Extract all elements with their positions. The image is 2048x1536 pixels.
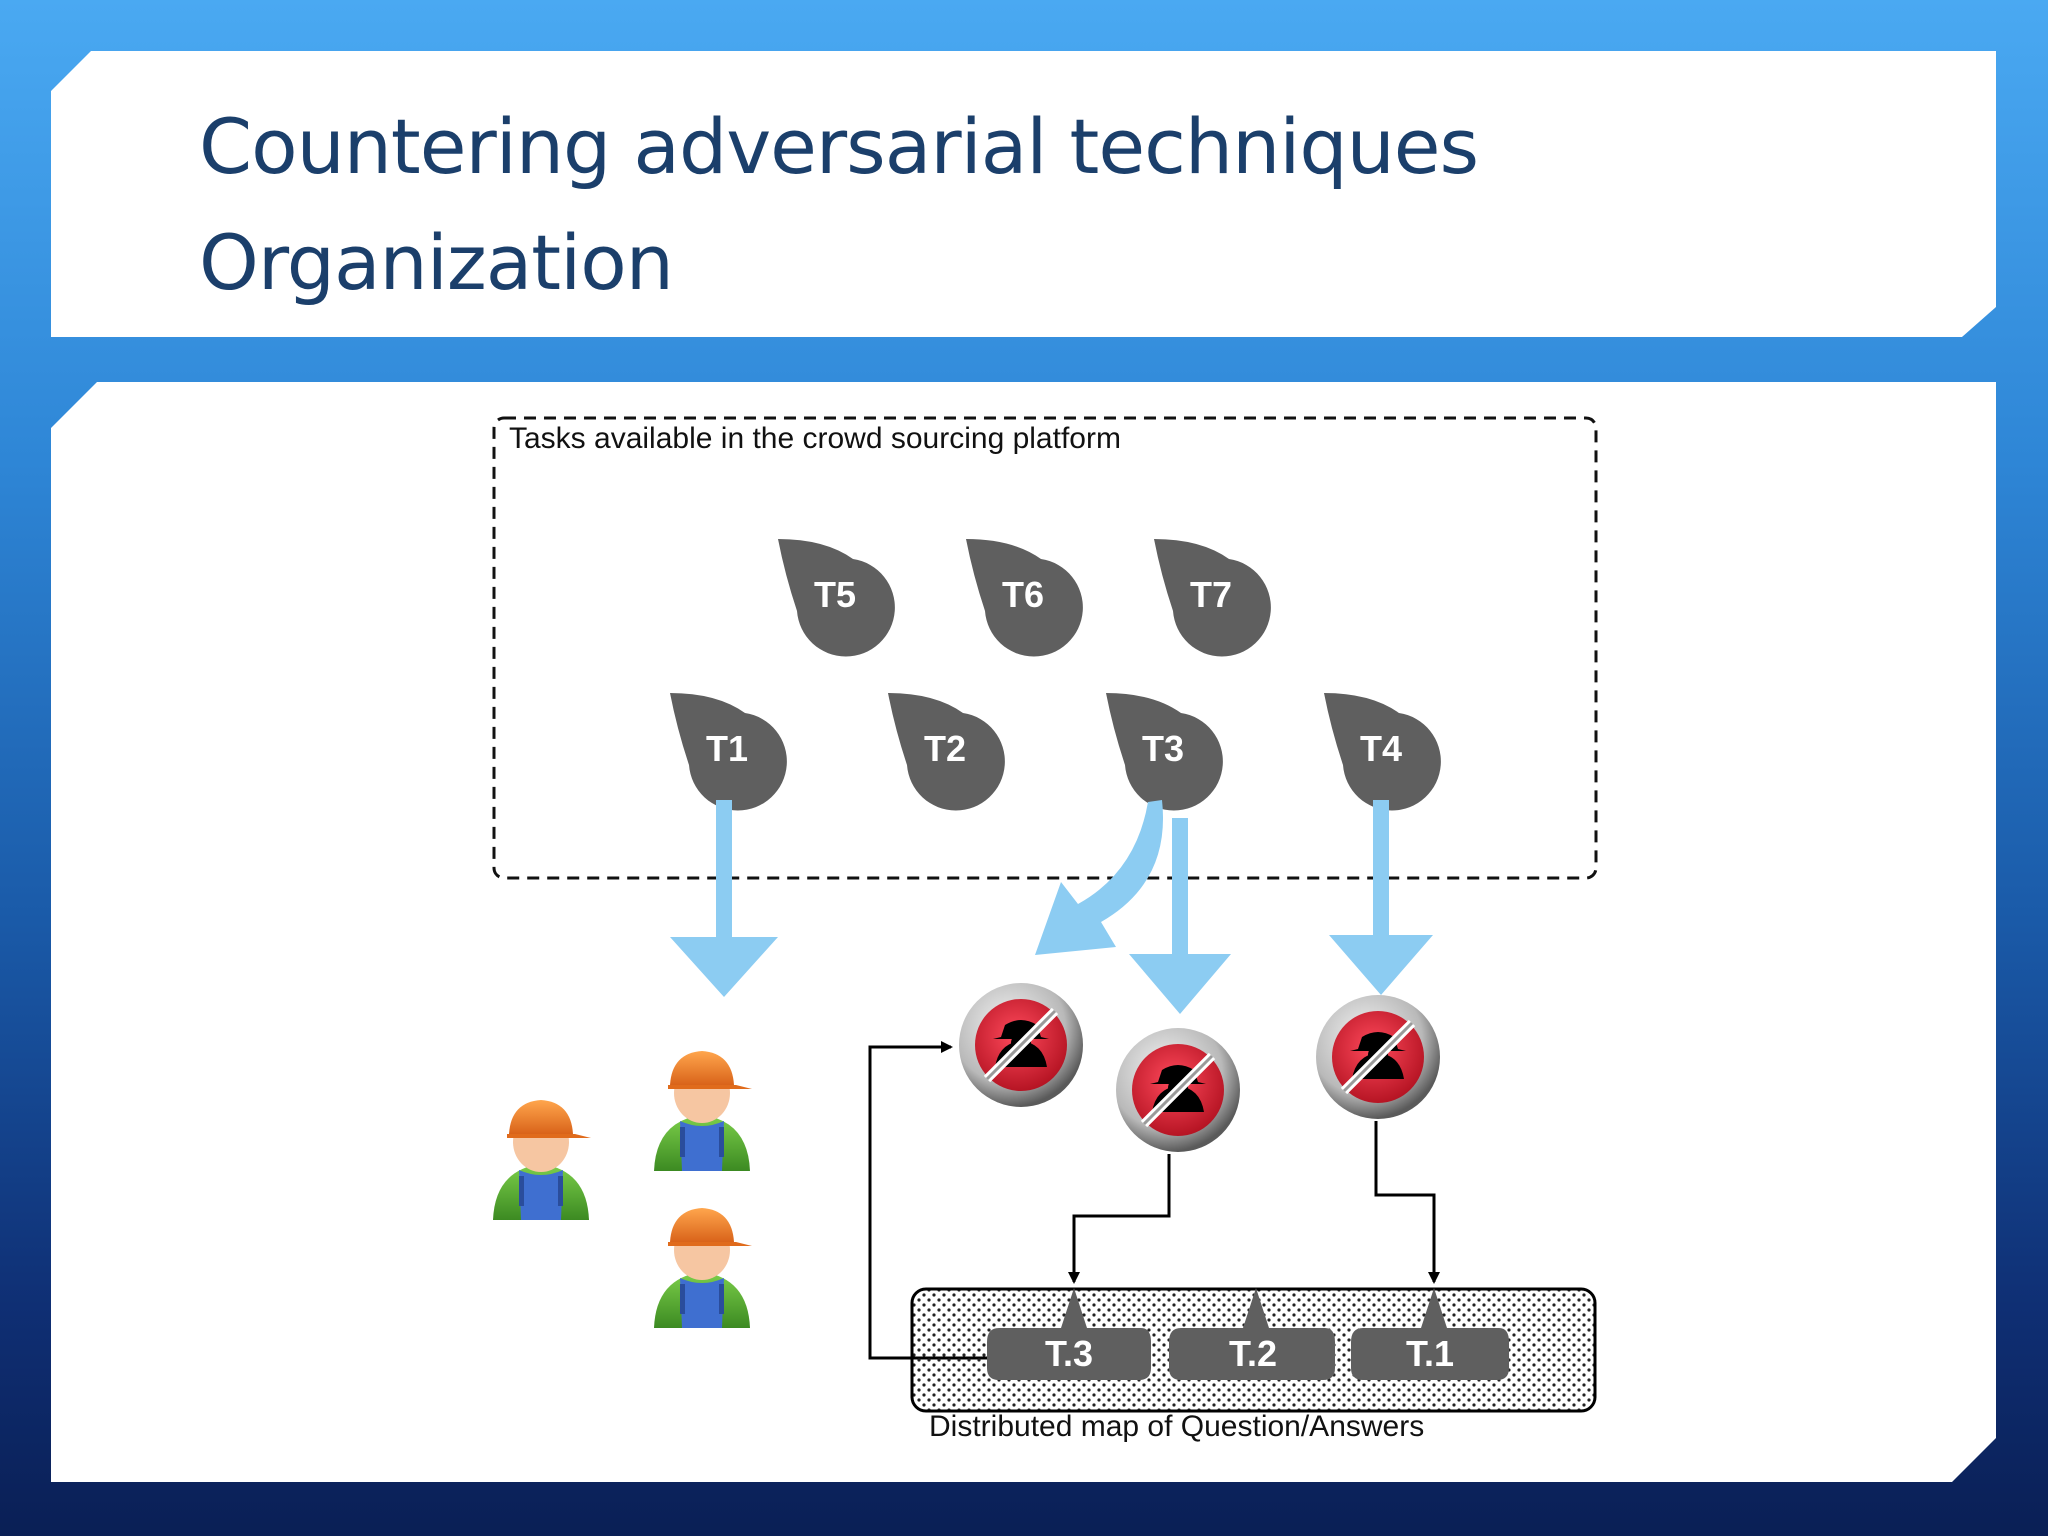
arrow-t3-to-adversary-1 [1035, 800, 1163, 955]
map-label: Distributed map of Question/Answers [929, 1410, 1424, 1443]
task-t3: T3 [1106, 693, 1223, 810]
title-line-1: Countering adversarial techniques [199, 102, 1479, 191]
task-t2: T2 [888, 693, 1005, 810]
slide-title: Countering adversarial techniques Organi… [199, 89, 1899, 321]
platform-box [494, 418, 1596, 878]
task-t7-label: T7 [1190, 574, 1232, 615]
worker-icon-3 [654, 1208, 752, 1328]
task-t6: T6 [966, 539, 1083, 656]
adversary-icon-1 [959, 983, 1083, 1107]
map-task-t1: T.1 [1351, 1288, 1509, 1380]
worker-icon-1 [493, 1100, 591, 1220]
map-task-t2: T.2 [1169, 1288, 1335, 1380]
task-t4: T4 [1324, 693, 1441, 810]
map-task-t3: T.3 [987, 1288, 1151, 1380]
title-line-2: Organization [199, 218, 673, 307]
map-task-t1-label: T.1 [1406, 1333, 1454, 1374]
arrow-t4-to-adversary-3 [1329, 800, 1433, 995]
diagram: Tasks available in the crowd sourcing pl… [51, 382, 1996, 1482]
map-task-t3-label: T.3 [1045, 1333, 1093, 1374]
arrow-t1-to-workers [670, 800, 778, 997]
arrow-t3-to-adversary-2 [1129, 818, 1231, 1014]
platform-label: Tasks available in the crowd sourcing pl… [509, 422, 1121, 455]
title-panel: Countering adversarial techniques Organi… [51, 51, 1996, 337]
adversary-icon-2 [1116, 1028, 1240, 1152]
worker-icon-2 [654, 1051, 752, 1171]
connector-adversary2-to-map [1074, 1154, 1169, 1282]
map-task-t2-label: T.2 [1229, 1333, 1277, 1374]
task-t1: T1 [670, 693, 787, 810]
task-t5: T5 [778, 539, 895, 656]
task-t4-label: T4 [1360, 728, 1402, 769]
task-t7: T7 [1154, 539, 1271, 656]
content-panel: Tasks available in the crowd sourcing pl… [51, 382, 1996, 1482]
task-t6-label: T6 [1002, 574, 1044, 615]
task-t2-label: T2 [924, 728, 966, 769]
adversary-icon-3 [1316, 995, 1440, 1119]
connector-adversary3-to-map [1376, 1121, 1434, 1282]
task-t3-label: T3 [1142, 728, 1184, 769]
task-t5-label: T5 [814, 574, 856, 615]
task-t1-label: T1 [706, 728, 748, 769]
